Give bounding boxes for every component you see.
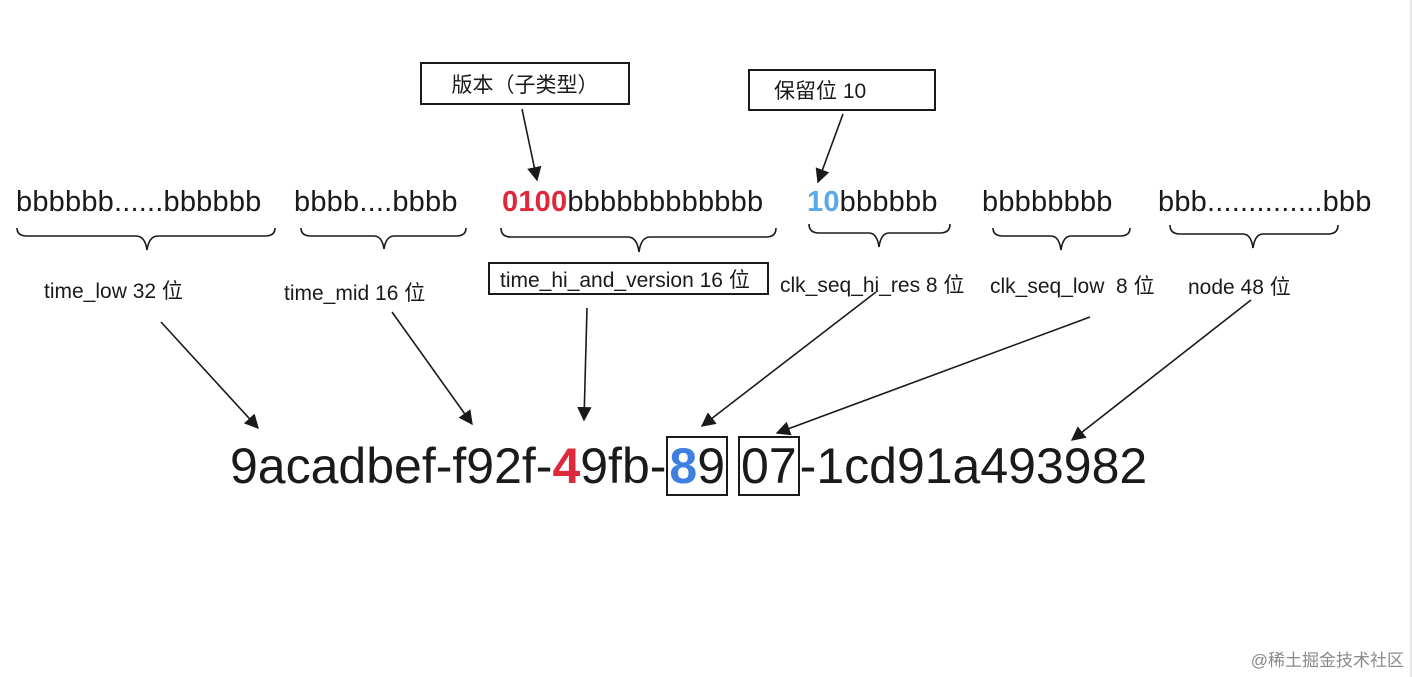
braces [16,223,1339,253]
bits-clk-seq-hi: 10bbbbbb [807,186,938,219]
arrow-time-mid [391,311,473,426]
uuid-part-1: 9acadbef-f92f- [230,438,553,494]
arrow-clk-seq-low [775,316,1091,436]
bits-node: bbb..............bbb [1158,186,1372,219]
bits-time-mid: bbbb....bbbb [294,186,458,219]
arrow-reserved [815,113,844,184]
brace-time-mid [300,227,467,250]
bits-time-low-text: bbbbbb......bbbbbb [16,186,262,218]
arrow-time-hi [577,307,592,422]
bits-time-low: bbbbbb......bbbbbb [16,186,261,219]
version-callout-text: 版本（子类型） [451,73,599,97]
brace-clk-seq-hi [808,223,951,248]
arrow-clk-seq-hi [700,291,877,427]
variant-bits: 10 [807,186,840,218]
arrow-time-low [160,321,259,430]
reserved-callout-text: 保留位 10 [774,80,867,103]
right-edge-divider [1410,0,1412,677]
label-clk-seq-hi: clk_seq_hi_res 8 位 [780,274,965,297]
bits-clk-seq-low-text: bbbbbbbb [982,186,1113,218]
bits-clk-seq-low: bbbbbbbb [982,186,1113,219]
bits-time-mid-text: bbbb....bbbb [294,186,458,218]
bits-node-text: bbb..............bbb [1158,186,1372,218]
uuid-part-5: -1cd91a493982 [799,438,1148,494]
uuid-version-digit: 4 [552,438,581,494]
arrow-version [521,108,542,182]
version-bits: 0100 [502,186,568,218]
brace-time-low [16,227,276,251]
brace-time-hi [500,227,777,253]
label-clk-seq-low: clk_seq_low 8 位 [990,275,1155,298]
arrow-node [1070,299,1252,441]
bits-time-hi-rest: bbbbbbbbbbbb [567,186,764,218]
label-time-low: time_low 32 位 [44,280,183,303]
watermark: @稀土掘金技术社区 [1250,651,1404,670]
brace-node [1169,224,1339,249]
bits-clk-seq-hi-rest: bbbbbb [839,186,938,218]
uuid-variant-digit: 8 [669,438,698,494]
uuid-clk-seq-low-box: 07 [738,436,800,496]
label-node: node 48 位 [1188,276,1291,299]
arrows [160,108,1252,441]
label-time-mid: time_mid 16 位 [284,282,426,305]
version-callout-box: 版本（子类型） [420,62,630,105]
label-time-hi: time_hi_and_version 16 位 [488,262,769,295]
brace-clk-seq-low [992,227,1131,251]
uuid-clk-seq-hi-box: 89 [666,436,729,496]
uuid-part-3: 9 [697,438,726,494]
bits-time-hi: 0100bbbbbbbbbbbb [502,186,763,219]
uuid-part-2: 9fb- [580,438,667,494]
reserved-callout-box: 保留位 10 [748,69,936,111]
